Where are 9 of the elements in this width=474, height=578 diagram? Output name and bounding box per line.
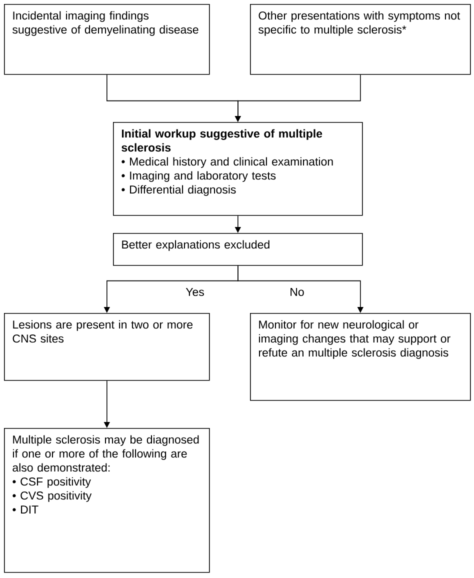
process-box: Lesions are present in two or more CNS sites: [4, 313, 210, 381]
process-box: Initial workup suggestive of multiple sclerosis • Medical history and clinical examination • Imaging and laboratory tests • Differential diagnosis: [113, 122, 363, 216]
process-box: Other presentations with symptoms not specific to multiple sclerosis*: [250, 4, 471, 75]
edge-label: Yes: [186, 288, 204, 296]
process-box: Incidental imaging findings suggestive of demyelinating disease: [4, 4, 210, 75]
process-box: Better explanations excluded: [113, 233, 363, 266]
process-box: Multiple sclerosis may be diagnosed if one or more of the following are also demonstrated: • CSF positivity • CVS positivity • DIT: [4, 428, 210, 573]
edge-label: No: [290, 288, 304, 296]
process-box: Monitor for new neurological or imaging changes that may support or refute an multiple sclerosis diagnosis: [250, 313, 471, 401]
